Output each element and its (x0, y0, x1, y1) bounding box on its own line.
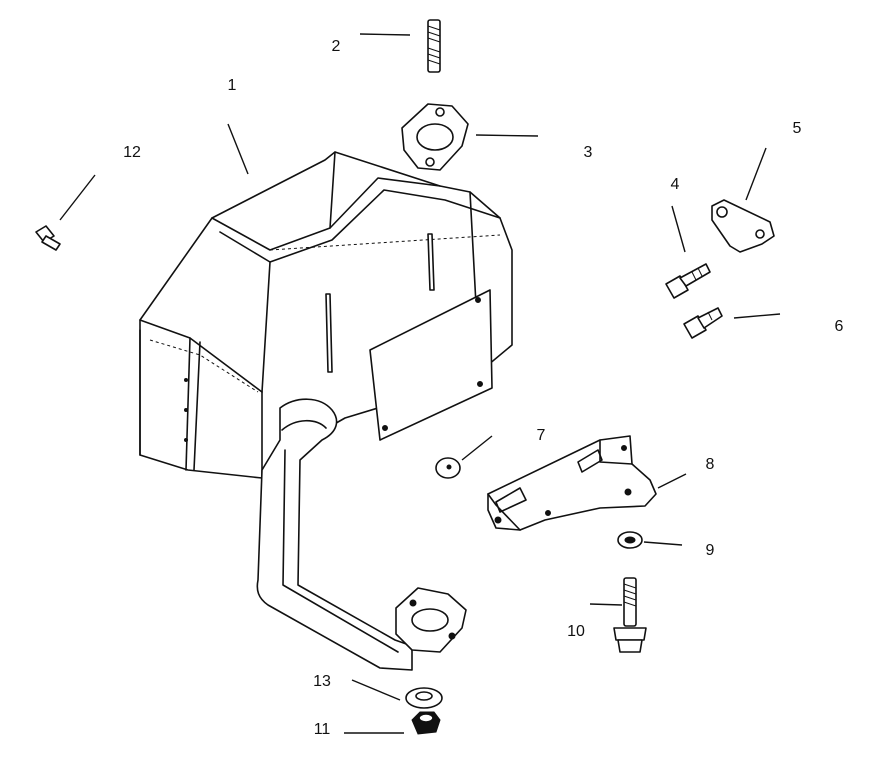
part-11-nut (411, 711, 441, 735)
leader-10 (589, 603, 623, 606)
heat-shield-plate (369, 289, 493, 441)
part-7-washer (435, 457, 461, 479)
leader-1 (227, 123, 249, 175)
part-6-bolt (683, 307, 723, 339)
part-5-bracket (711, 199, 775, 253)
callout-2: 2 (332, 38, 341, 55)
callout-3: 3 (584, 144, 593, 161)
leader-5 (745, 147, 767, 201)
leader-2 (359, 33, 411, 36)
callout-5: 5 (793, 120, 802, 137)
callout-10: 10 (567, 623, 585, 640)
callout-labels: 1 2 3 4 5 6 7 8 9 10 11 12 13 (123, 38, 843, 738)
leader-12 (59, 174, 96, 221)
leader-3 (475, 134, 539, 137)
part-9-washer (617, 531, 643, 549)
callout-9: 9 (706, 542, 715, 559)
leader-6 (733, 313, 781, 319)
callout-1: 1 (228, 77, 237, 94)
callout-13: 13 (313, 673, 331, 690)
part-2-stud (427, 19, 441, 73)
callout-7: 7 (537, 427, 546, 444)
leader-13 (351, 679, 401, 701)
leader-7 (461, 435, 493, 461)
leader-8 (657, 473, 687, 489)
part-10-bolt (613, 577, 647, 653)
part-8-mounting-bracket (487, 435, 657, 531)
callout-12: 12 (123, 144, 141, 161)
callout-4: 4 (671, 176, 680, 193)
part-12-bolt (35, 225, 61, 251)
callout-6: 6 (835, 318, 844, 335)
part-3-gasket (401, 103, 469, 171)
leader-4 (671, 205, 686, 253)
leader-lines (59, 33, 781, 734)
exhaust-pipe (256, 398, 467, 671)
part-13-washer (405, 687, 443, 709)
callout-8: 8 (706, 456, 715, 473)
callout-11: 11 (314, 721, 331, 738)
leader-9 (643, 541, 683, 546)
part-4-bolt (665, 263, 711, 299)
